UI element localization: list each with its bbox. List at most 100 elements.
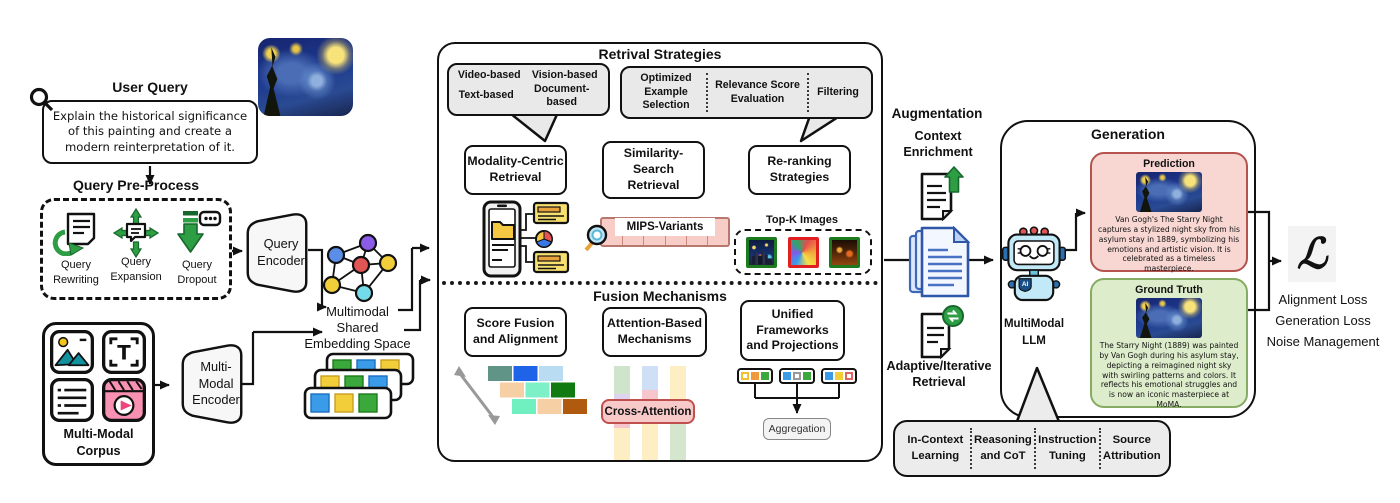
dotted-separator [807, 73, 809, 112]
score-fusion-box: Score Fusion and Alignment [464, 307, 567, 357]
query-rewrite-icon [52, 212, 96, 256]
user-query-box: Explain the historical significance of t… [42, 100, 258, 164]
video-icon [102, 378, 146, 422]
retrieval-strategies-box [437, 42, 883, 462]
mips-bar: MIPS-Variants [600, 217, 730, 247]
prediction-card: Prediction Van Gogh's The Starry Night c… [1090, 152, 1248, 274]
context-enrichment-label: Context Enrichment [903, 129, 973, 160]
query-dropout-label: Query Dropout [177, 259, 217, 286]
embedding-graph-icon [322, 233, 398, 303]
unified-box: Unified Frameworks and Projections [740, 300, 845, 361]
token-group-3 [821, 368, 857, 384]
generation-box [1000, 120, 1256, 418]
loss-label: Generation Loss [1275, 312, 1371, 328]
llm-label: MultiModal LLM [1003, 318, 1065, 347]
technique-item: Instruction Tuning [1038, 434, 1097, 462]
robot-icon: AI [1002, 226, 1066, 302]
cross-attention-label: Cross-Attention [601, 399, 695, 424]
token [741, 372, 749, 380]
robot-badge: AI [1022, 281, 1029, 288]
token [803, 372, 811, 380]
fusion-title: Fusion Mechanisms [593, 288, 727, 304]
modality-bubble: Video-based Vision-based Text-based Docu… [447, 63, 610, 116]
rerank-bubble-item: Optimized Example Selection [640, 71, 692, 112]
modality-bubble-item: Video-based [457, 68, 521, 81]
query-preprocess-box [40, 198, 232, 300]
aggregation-label: Aggregation [763, 418, 831, 440]
user-query-text: Explain the historical significance of t… [52, 108, 248, 154]
prediction-image [1136, 172, 1202, 212]
topk-label: Top-K Images [766, 214, 838, 226]
dotted-separator [1034, 428, 1037, 469]
magnifier-icon [29, 87, 54, 112]
rerank-box: Re-ranking Strategies [748, 145, 851, 195]
section-divider-dotted [442, 281, 878, 285]
query-expansion-icon [113, 208, 159, 258]
modality-centric-box: Modality-Centric Retrieval [464, 145, 567, 195]
ground-truth-card: Ground Truth The Starry Night (1889) was… [1090, 278, 1248, 410]
search-icon [584, 224, 608, 252]
query-encoder-label: Query Encoder [257, 236, 305, 268]
topk-image-1 [746, 236, 778, 268]
document-lines-icon [50, 378, 94, 422]
query-image-starry-night [258, 38, 353, 116]
loss-symbol-box: ℒ [1288, 226, 1336, 282]
rerank-bubble-item: Relevance Score Evaluation [715, 78, 800, 105]
prediction-title: Prediction [1143, 158, 1195, 170]
svg-text:T: T [117, 342, 131, 365]
loss-symbol: ℒ [1296, 229, 1328, 278]
technique-item: Source Attribution [1102, 434, 1161, 462]
token [845, 372, 853, 380]
technique-item: In-Context Learning [907, 434, 964, 462]
topk-box [734, 229, 872, 275]
attention-box: Attention-Based Mechanisms [602, 307, 707, 357]
topk-image-3 [828, 236, 860, 268]
score-fusion-blocks-icon [454, 366, 587, 425]
token [783, 372, 791, 380]
similarity-search-box: Similarity- Search Retrieval [602, 141, 705, 199]
dotted-separator [1098, 428, 1101, 469]
dotted-separator [969, 428, 972, 469]
corpus-label: Multi-Modal Corpus [63, 427, 134, 458]
ground-truth-title: Ground Truth [1135, 284, 1203, 296]
query-expansion-label: Query Expansion [110, 256, 162, 283]
token [793, 372, 801, 380]
embedding-label: Multimodal Shared Embedding Space [304, 304, 411, 352]
topk-image-2 [787, 236, 819, 268]
loss-label: Noise Management [1266, 333, 1380, 349]
rerank-bubble: Optimized Example Selection Relevance Sc… [620, 66, 873, 119]
multimodal-encoder-label: Multi- Modal Encoder [192, 359, 240, 408]
token [835, 372, 843, 380]
query-dropout-icon [177, 210, 222, 253]
mips-label: MIPS-Variants [615, 218, 715, 236]
query-encoder: Query Encoder [238, 206, 316, 300]
retrieval-strategies-title: Retrival Strategies [598, 46, 722, 62]
augmentation-title: Augmentation [891, 106, 983, 121]
technique-item: Reasoning and CoT [974, 434, 1032, 462]
ground-truth-text: The Starry Night (1889) was painted by V… [1099, 341, 1239, 410]
generation-title: Generation [1091, 126, 1165, 142]
token [825, 372, 833, 380]
phone-retrieval-icon [482, 200, 570, 278]
token-group-2 [779, 368, 815, 384]
rerank-bubble-item: Filtering [817, 85, 859, 98]
token [751, 372, 759, 380]
modality-bubble-item: Document-based [534, 82, 590, 109]
techniques-bubble: In-Context Learning Reasoning and CoT In… [893, 420, 1171, 477]
image-icon [50, 330, 94, 374]
adaptive-retrieval-label: Adaptive/Iterative Retrieval [886, 359, 992, 390]
text-icon: T [102, 330, 146, 374]
loss-labels: Alignment Loss Generation Loss Noise Man… [1254, 290, 1392, 352]
dotted-separator [706, 73, 708, 112]
embedding-cards-icon [303, 352, 415, 420]
corpus-box [42, 322, 155, 466]
doc-stack-icon [908, 226, 971, 298]
prediction-text: Van Gogh's The Starry Night captures a s… [1098, 215, 1240, 274]
query-rewrite-label: Query Rewriting [53, 259, 99, 286]
doc-upload-icon [920, 166, 964, 222]
loss-label: Alignment Loss [1278, 292, 1368, 307]
modality-bubble-item: Text-based [458, 89, 514, 102]
token-group-1 [737, 368, 773, 384]
ground-truth-image [1136, 298, 1202, 338]
